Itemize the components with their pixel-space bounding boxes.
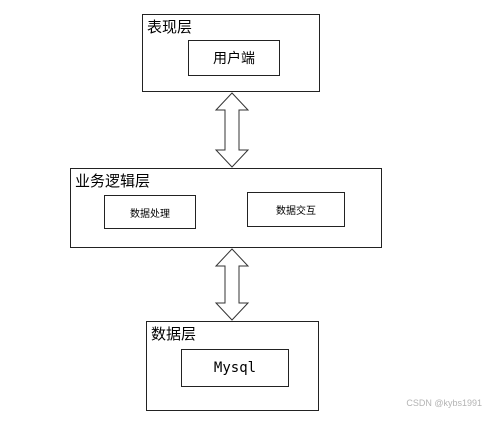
business-logic-layer-title: 业务逻辑层 <box>75 172 151 190</box>
mysql-box: Mysql <box>181 349 289 387</box>
presentation-layer-title: 表现层 <box>147 18 193 36</box>
data-layer-title: 数据层 <box>151 325 197 343</box>
data-interaction-box: 数据交互 <box>247 192 345 227</box>
client-box: 用户端 <box>188 40 280 76</box>
watermark: CSDN @kybs1991 <box>406 398 482 408</box>
presentation-layer: 表现层 <box>142 14 320 92</box>
double-arrow-top <box>214 92 250 168</box>
double-arrow-bottom <box>214 248 250 321</box>
data-processing-box: 数据处理 <box>104 195 196 229</box>
